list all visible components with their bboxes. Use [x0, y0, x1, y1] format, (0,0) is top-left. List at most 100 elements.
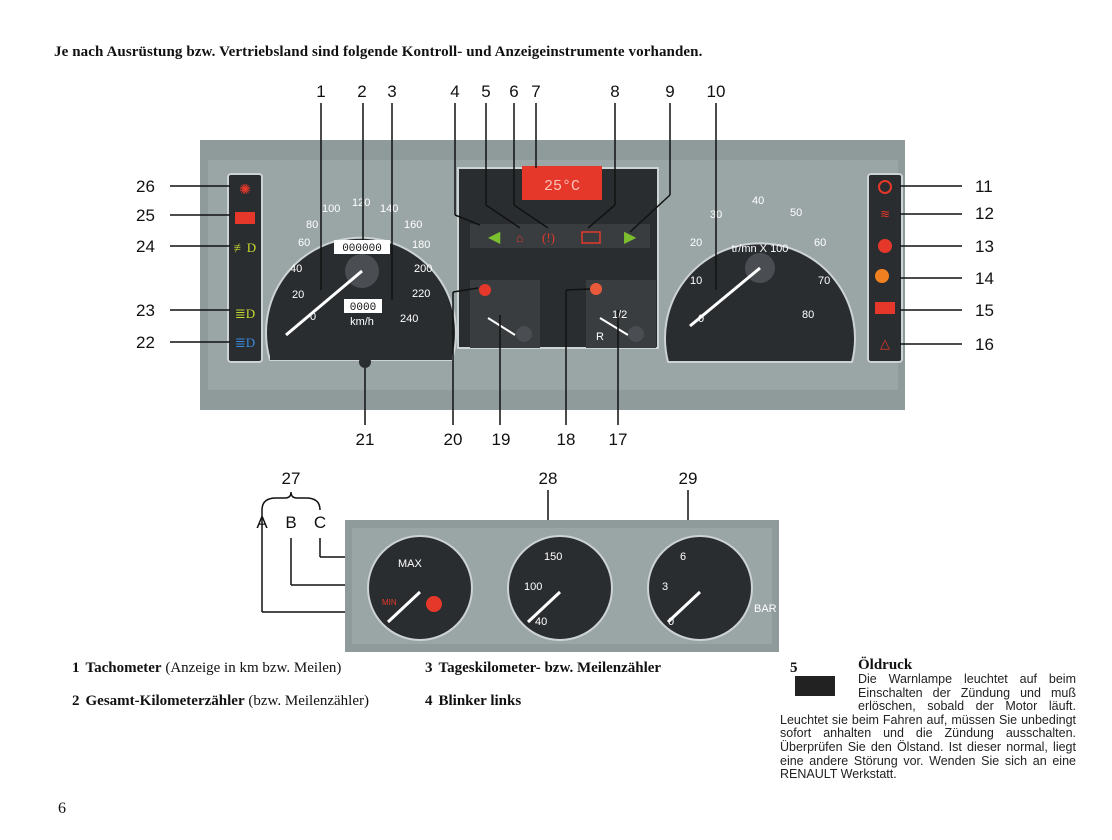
warning-lamp-26: ✺	[239, 183, 251, 198]
callout-lines	[170, 103, 962, 613]
rpm-unit: tr/mn X 100	[732, 243, 789, 255]
callout-22: 22	[136, 333, 155, 352]
oil-pressure-tick: 0	[668, 616, 674, 628]
item-number: 1	[72, 660, 80, 676]
warning-lamp-23: ≣D	[235, 306, 255, 321]
rpm-tick: 60	[814, 237, 826, 249]
oil-temp-tick: 100	[524, 581, 542, 593]
oil-pressure-tick: 6	[680, 551, 686, 563]
rpm-needle	[689, 266, 761, 328]
left-indicator-strip	[227, 173, 263, 363]
rpm-tick: 70	[818, 275, 830, 287]
speedo-tick: 100	[322, 203, 340, 215]
callout-a: A	[256, 513, 268, 532]
callout-11: 11	[975, 177, 993, 196]
warning-lamp-24: ≢D	[234, 240, 256, 255]
warning-lamp-12: ≋	[880, 207, 890, 221]
callout-14: 14	[975, 269, 994, 288]
trip-value: 0000	[350, 302, 376, 314]
warning-lamp-16: △	[880, 336, 890, 351]
speedo-tick: 80	[306, 219, 318, 231]
callout-10: 10	[707, 82, 726, 101]
item-description: (bzw. Meilenzähler)	[248, 693, 369, 709]
reset-knob	[359, 356, 371, 368]
intro-text: Je nach Ausrüstung bzw. Vertriebsland si…	[54, 44, 703, 60]
oil-level-min: MIN	[382, 598, 397, 607]
right-indicator-strip	[867, 173, 903, 363]
fuel-half-mark: 1/2	[612, 309, 627, 321]
fuel-reserve-mark: R	[596, 331, 604, 343]
speedo-tick: 140	[380, 203, 398, 215]
callout-21: 21	[356, 430, 375, 449]
item-number: 3	[425, 660, 433, 676]
callout-6: 6	[509, 82, 518, 101]
oil-temp-gauge: 40 100 150	[507, 535, 613, 641]
speedo-tick: 200	[414, 263, 432, 275]
oil-pressure-gauge: 0 3 6 BAR	[647, 535, 777, 641]
speedo-needle	[285, 269, 363, 337]
oil-temp-tick: 40	[535, 616, 547, 628]
oil-item-number: 5	[790, 660, 798, 676]
speedo-tick: 160	[404, 219, 422, 231]
callout-4: 4	[450, 82, 459, 101]
callout-1: 1	[316, 82, 325, 101]
oil-level-gauge: MAX MIN	[367, 535, 473, 641]
oil-temp-tick: 150	[544, 551, 562, 563]
callout-5: 5	[481, 82, 490, 101]
fuel-warning-lamp	[590, 283, 602, 295]
speedo-unit: km/h	[350, 316, 374, 328]
callout-26: 26	[136, 177, 155, 196]
brake-warning-icon: (!)	[542, 230, 555, 245]
warning-lamp-14	[875, 269, 889, 283]
callout-15: 15	[975, 301, 994, 320]
battery-icon	[581, 231, 601, 244]
item-title: Blinker links	[438, 693, 522, 709]
rpm-tick: 0	[698, 313, 704, 325]
speedo-tick: 60	[298, 237, 310, 249]
callout-b: B	[285, 513, 296, 532]
callout-23: 23	[136, 301, 155, 320]
callout-27: 27	[282, 469, 301, 488]
odometer-display	[334, 240, 390, 254]
trip-display	[344, 299, 382, 313]
warning-lamp-13	[878, 239, 892, 253]
item-description: (Anzeige in km bzw. Meilen)	[165, 660, 342, 676]
callout-16: 16	[975, 335, 994, 354]
turn-left-icon: ◀	[488, 229, 501, 246]
oil-level-max: MAX	[398, 558, 423, 570]
turn-right-icon: ▶	[624, 229, 637, 246]
callout-19: 19	[492, 430, 511, 449]
speedo-tick: 20	[292, 289, 304, 301]
speedo-tick: 220	[412, 288, 430, 300]
callout-9: 9	[665, 82, 674, 101]
speedo-tick: 120	[352, 197, 370, 209]
callout-28: 28	[539, 469, 558, 488]
rpm-tick: 40	[752, 195, 764, 207]
oil-item-text: Die Warnlampe leuchtet auf beim Einschal…	[780, 672, 1076, 782]
callout-25: 25	[136, 206, 155, 225]
odometer-value: 000000	[342, 243, 382, 255]
callout-20: 20	[444, 430, 463, 449]
speedo-tick: 180	[412, 239, 430, 251]
callout-8: 8	[610, 82, 619, 101]
callout-12: 12	[975, 204, 994, 223]
callout-24: 24	[136, 237, 155, 256]
oil-item-title: Öldruck	[858, 657, 913, 673]
callout-18: 18	[557, 430, 576, 449]
rpm-tick: 80	[802, 309, 814, 321]
callout-2: 2	[357, 82, 366, 101]
oil-item-description: Die Warnlampe leuchtet auf beim Einschal…	[780, 672, 1076, 782]
temp-display	[522, 166, 602, 200]
callout-3: 3	[387, 82, 396, 101]
tachometer: tr/mn X 100 0 10 20 30 40 50 60 70 80	[664, 195, 856, 363]
warning-lamp-11	[878, 180, 892, 194]
item-title: Gesamt-Kilometerzähler	[85, 693, 245, 709]
rpm-tick: 50	[790, 207, 802, 219]
oil-pressure-tick: 3	[662, 581, 668, 593]
